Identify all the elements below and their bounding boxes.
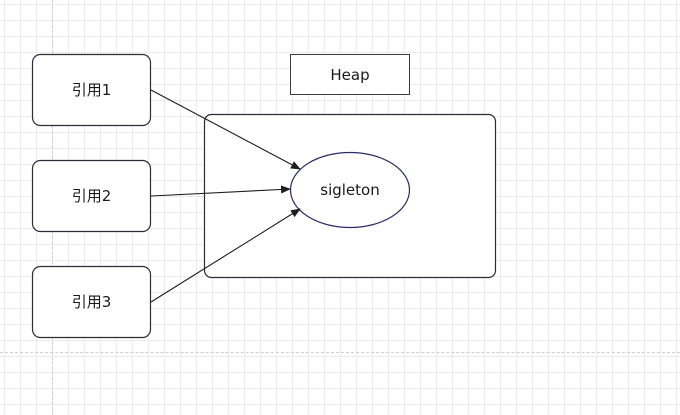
reference-label-2: 引用2 bbox=[72, 187, 112, 205]
reference-node-3[interactable]: 引用3 bbox=[31, 265, 152, 339]
heap-label-node[interactable]: Heap bbox=[290, 54, 410, 95]
arrow-reference-3-to-singleton bbox=[150, 208, 301, 303]
reference-label-3: 引用3 bbox=[72, 293, 112, 311]
arrow-reference-2-to-singleton bbox=[150, 185, 291, 197]
reference-node-2[interactable]: 引用2 bbox=[31, 159, 152, 233]
page-guide-horizontal bbox=[0, 352, 680, 353]
arrow-reference-1-to-singleton bbox=[150, 89, 301, 170]
reference-node-1[interactable]: 引用1 bbox=[31, 53, 152, 127]
singleton-node[interactable]: sigleton bbox=[289, 151, 411, 229]
reference-label-1: 引用1 bbox=[72, 81, 112, 99]
heap-label-text: Heap bbox=[330, 66, 369, 84]
singleton-label-text: sigleton bbox=[320, 181, 379, 199]
